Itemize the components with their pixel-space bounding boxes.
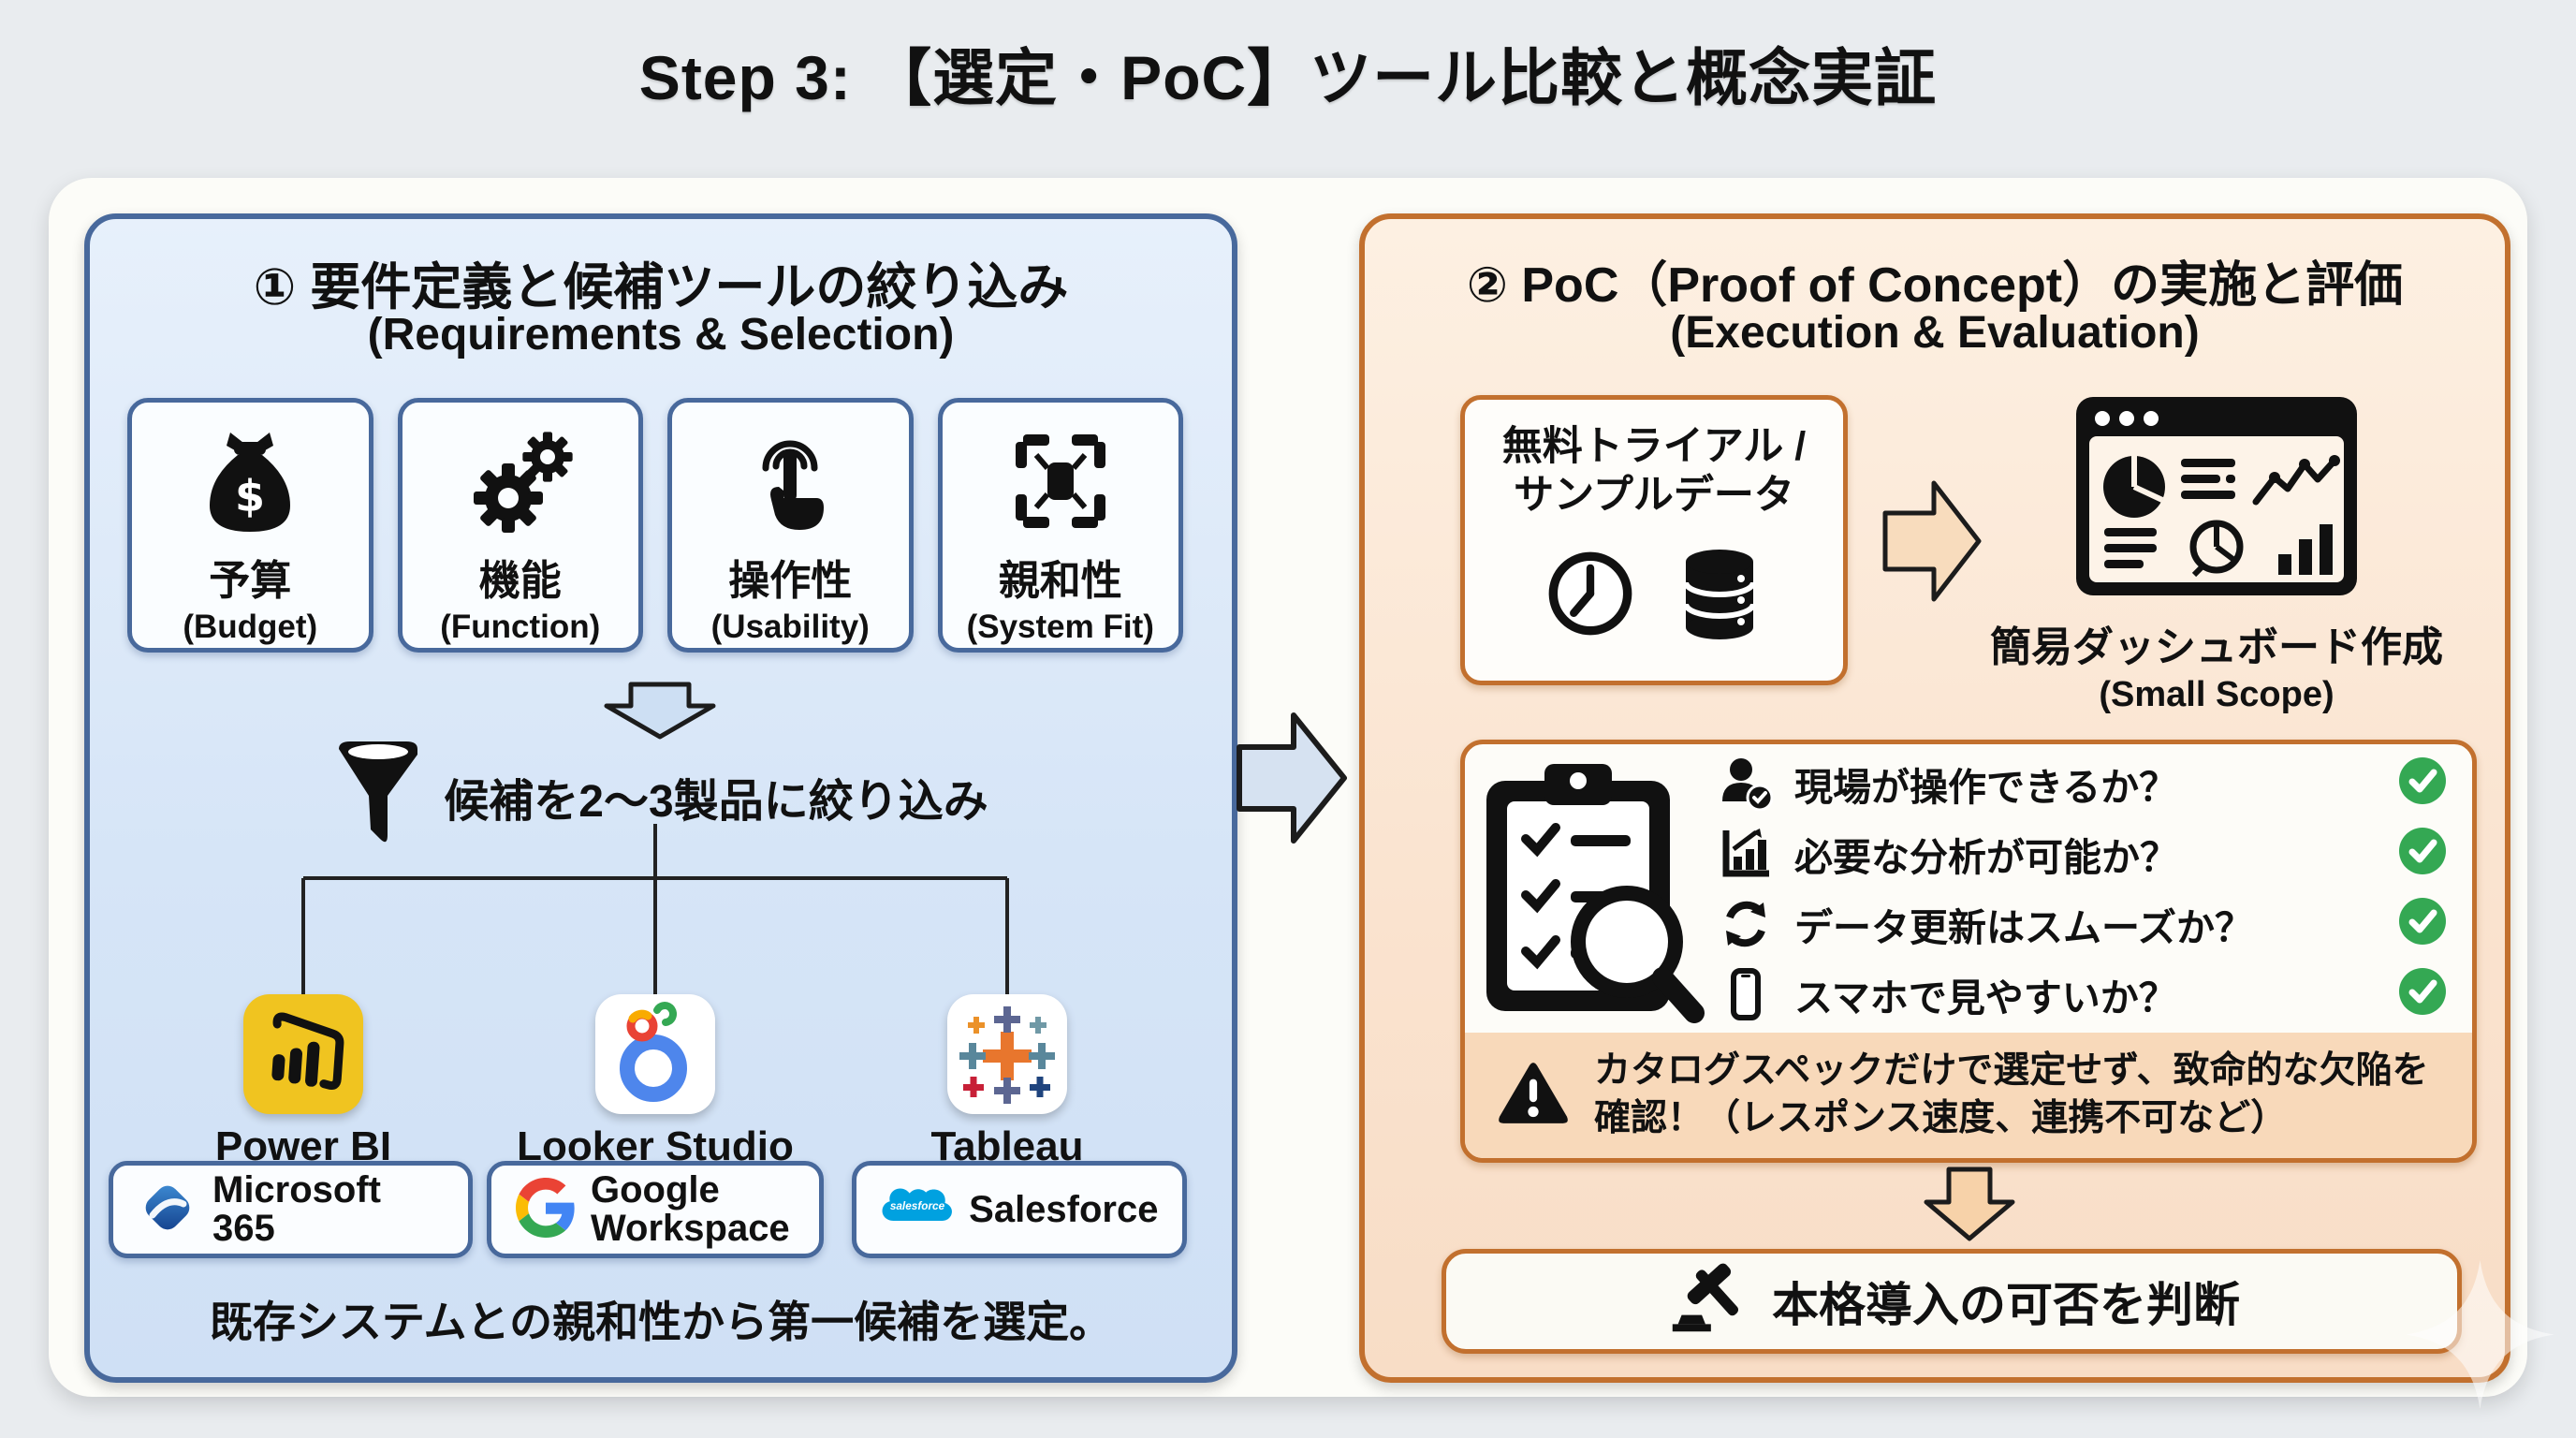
looker-studio-logo <box>595 994 715 1114</box>
ecosystem-box-microsoft-365: Microsoft 365 <box>109 1161 474 1258</box>
checklist-label: スマホで見やすいか？ <box>1794 976 2177 1020</box>
gears-icon <box>465 421 576 541</box>
check-circle-icon <box>2397 826 2448 881</box>
funnel-icon <box>333 740 423 853</box>
checklist-label: 現場が操作できるか？ <box>1794 765 2178 809</box>
right-panel-heading-jp: ② PoC（Proof of Concept）の実施と評価 <box>1466 258 2404 313</box>
dashboard-caption-jp: 簡易ダッシュボード作成 <box>1990 624 2443 670</box>
criteria-label-jp: 予算 <box>209 558 292 604</box>
criteria-label-jp: 機能 <box>478 558 562 604</box>
gavel-icon <box>1663 1258 1746 1345</box>
panel-transition-arrow-icon <box>1237 712 1347 844</box>
microsoft-365-logo <box>138 1178 198 1242</box>
funnel-label: 候補を2〜3製品に絞り込み <box>444 776 988 827</box>
down-arrow-icon <box>604 682 716 740</box>
checklist-label: 必要な分析が可能か？ <box>1794 835 2178 879</box>
warning-text: カタログスペックだけで選定せず、致命的な欠陥を確認！（レスポンス速度、連携不可な… <box>1594 1050 2429 1138</box>
ecosystem-box-salesforce: salesforce Salesforce <box>852 1161 1188 1258</box>
poc-flow-arrow-icon <box>1882 480 1982 602</box>
left-panel-heading-en: (Requirements & Selection) <box>367 310 955 360</box>
check-circle-icon <box>2397 896 2448 951</box>
trial-line2: サンプルデータ <box>1514 473 1794 519</box>
smartphone-icon <box>1716 967 1776 1021</box>
funnel-row: 候補を2〜3製品に絞り込み <box>90 740 1232 853</box>
decision-arrow-icon <box>1924 1167 2015 1241</box>
checklist-row: 必要な分析が可能か？ <box>1716 825 2448 883</box>
trial-box: 無料トライアル / サンプルデータ <box>1460 395 1848 685</box>
checklist-row: 現場が操作できるか？ <box>1716 755 2448 813</box>
dashboard-group: 簡易ダッシュボード作成 (Small Scope) <box>1971 397 2462 715</box>
google-logo <box>515 1177 576 1242</box>
user-check-icon <box>1716 756 1776 811</box>
decision-box: 本格導入の可否を判断 <box>1442 1249 2462 1354</box>
dashboard-caption-en: (Small Scope) <box>2099 675 2334 714</box>
left-panel-heading-jp: ① 要件定義と候補ツールの絞り込み <box>253 259 1069 315</box>
decision-text: 本格導入の可否を判断 <box>1772 1279 2240 1331</box>
right-panel-heading-en: (Execution & Evaluation) <box>1670 308 2200 358</box>
svg-text:$: $ <box>235 471 265 521</box>
warning-strip: カタログスペックだけで選定せず、致命的な欠陥を確認！（レスポンス速度、連携不可な… <box>1465 1033 2472 1158</box>
connector-tree <box>301 824 1009 994</box>
touch-icon <box>738 421 842 541</box>
criteria-label-en: (Usability) <box>710 609 870 645</box>
database-icon <box>1676 545 1763 647</box>
criteria-row: $ 予算 (Budget) <box>127 398 1183 653</box>
requirements-panel: ① 要件定義と候補ツールの絞り込み (Requirements & Select… <box>84 213 1237 1383</box>
evaluation-checklist-box: 現場が操作できるか？ 必要な分析が可能か？ <box>1460 740 2477 1163</box>
power-bi-logo <box>243 994 363 1114</box>
check-circle-icon <box>2397 756 2448 811</box>
checklist-row: スマホで見やすいか？ <box>1716 965 2448 1023</box>
criteria-label-en: (Function) <box>440 609 601 645</box>
refresh-icon <box>1716 897 1776 951</box>
ecosystem-label: Salesforce <box>969 1188 1159 1230</box>
checklist-label: データ更新はスムーズか？ <box>1794 905 2253 949</box>
sparkle-watermark-icon <box>2406 1260 2554 1409</box>
check-circle-icon <box>2397 966 2448 1021</box>
money-bag-icon: $ <box>198 421 301 541</box>
svg-text:salesforce: salesforce <box>890 1199 945 1212</box>
clock-icon <box>1545 549 1635 643</box>
ecosystem-box-google-workspace: Google Workspace <box>486 1161 824 1258</box>
bar-chart-icon <box>1716 827 1776 881</box>
ecosystem-row: Microsoft 365 Google Workspace <box>109 1161 1202 1258</box>
ecosystem-label: Google Workspace <box>590 1169 790 1249</box>
salesforce-logo: salesforce <box>881 1182 954 1238</box>
criteria-label-jp: 操作性 <box>728 558 853 604</box>
checklist-row: データ更新はスムーズか？ <box>1716 895 2448 953</box>
dashboard-icon <box>2076 397 2357 600</box>
trial-line1: 無料トライアル / <box>1501 424 1807 469</box>
criteria-label-en: (Budget) <box>183 609 318 645</box>
poc-panel: ② PoC（Proof of Concept）の実施と評価 (Execution… <box>1359 213 2510 1383</box>
tableau-logo <box>947 994 1067 1114</box>
network-icon <box>1008 421 1113 541</box>
criteria-box-system-fit: 親和性 (System Fit) <box>937 398 1183 653</box>
page-title: Step 3: 【選定・PoC】ツール比較と概念実証 <box>638 43 1938 112</box>
criteria-box-budget: $ 予算 (Budget) <box>127 398 373 653</box>
criteria-label-jp: 親和性 <box>998 558 1122 604</box>
left-panel-note: 既存システムとの親和性から第一候補を選定。 <box>209 1298 1113 1346</box>
ecosystem-label: Microsoft 365 <box>212 1169 381 1249</box>
criteria-box-usability: 操作性 (Usability) <box>667 398 914 653</box>
criteria-label-en: (System Fit) <box>966 609 1154 645</box>
criteria-box-function: 機能 (Function) <box>397 398 643 653</box>
clipboard-search-icon <box>1465 753 1716 1024</box>
warning-icon <box>1497 1060 1570 1132</box>
